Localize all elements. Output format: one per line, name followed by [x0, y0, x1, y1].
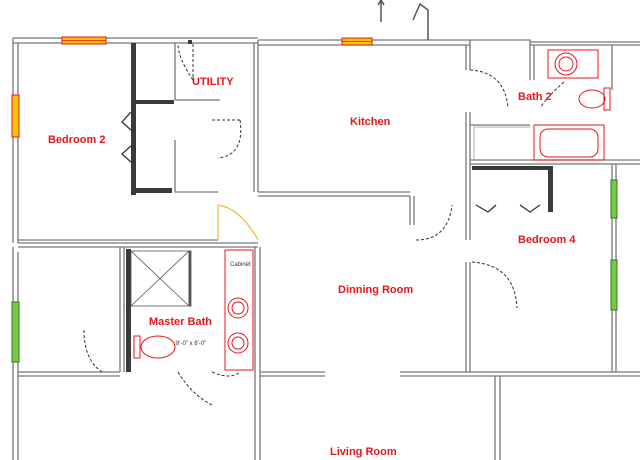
bifold-doors	[121, 111, 541, 213]
windows	[11, 36, 618, 363]
label-cabinet: Cabinet	[230, 262, 251, 268]
label-dinning-room: Dinning Room	[338, 284, 414, 296]
door-swings	[83, 43, 565, 406]
shelf-lines	[473, 125, 530, 160]
label-utility: UTILITY	[192, 76, 234, 88]
label-bedroom-2: Bedroom 2	[48, 134, 106, 146]
label-bedroom-4: Bedroom 4	[518, 234, 576, 246]
fixtures	[133, 49, 611, 371]
opening-door	[217, 204, 259, 241]
label-bath-2: Bath 2	[518, 91, 552, 103]
walls	[12, 37, 640, 460]
shower	[130, 250, 192, 307]
label-living-room: Living Room	[330, 446, 397, 458]
label-kitchen: Kitchen	[350, 116, 391, 128]
roof-vents	[377, 0, 429, 40]
label-master-bath: Master Bath	[149, 316, 212, 328]
dark-walls	[126, 40, 553, 372]
label-master-bath-size: 8'-0" x 8'-0"	[176, 341, 207, 347]
